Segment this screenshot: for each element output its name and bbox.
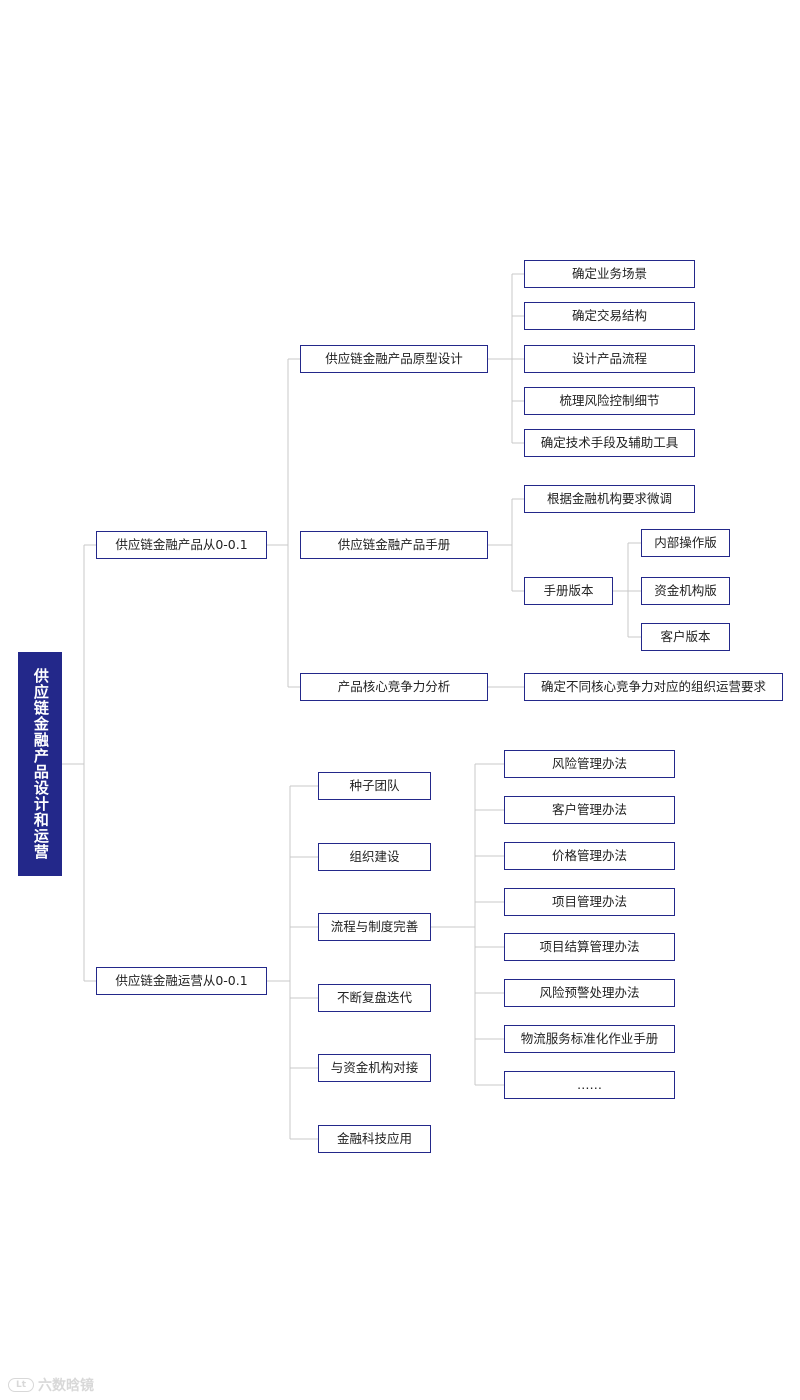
node-prototype-item: 确定业务场景: [524, 260, 695, 288]
node-process-item: 风险管理办法: [504, 750, 675, 778]
watermark-logo-icon: Lt: [8, 1378, 34, 1392]
node-product-0-0.1: 供应链金融产品从0-0.1: [96, 531, 267, 559]
node-version-item: 内部操作版: [641, 529, 730, 557]
node-version-item: 客户版本: [641, 623, 730, 651]
node-operation-item: 组织建设: [318, 843, 431, 871]
node-manual-versions: 手册版本: [524, 577, 613, 605]
node-process-item: 客户管理办法: [504, 796, 675, 824]
node-prototype-item: 设计产品流程: [524, 345, 695, 373]
node-operation-item: 流程与制度完善: [318, 913, 431, 941]
node-prototype-item: 确定技术手段及辅助工具: [524, 429, 695, 457]
node-operation-item: 与资金机构对接: [318, 1054, 431, 1082]
node-process-item: 价格管理办法: [504, 842, 675, 870]
node-prototype-design: 供应链金融产品原型设计: [300, 345, 488, 373]
node-process-item: 风险预警处理办法: [504, 979, 675, 1007]
node-product-manual: 供应链金融产品手册: [300, 531, 488, 559]
node-process-item: 项目管理办法: [504, 888, 675, 916]
node-operation-item: 金融科技应用: [318, 1125, 431, 1153]
node-prototype-item: 梳理风险控制细节: [524, 387, 695, 415]
node-operation-item: 不断复盘迭代: [318, 984, 431, 1012]
watermark: Lt 六数晗镜: [8, 1374, 94, 1396]
node-process-item: 项目结算管理办法: [504, 933, 675, 961]
node-version-item: 资金机构版: [641, 577, 730, 605]
node-process-item: ……: [504, 1071, 675, 1099]
node-core-item: 确定不同核心竞争力对应的组织运营要求: [524, 673, 783, 701]
node-core-competitiveness: 产品核心竞争力分析: [300, 673, 488, 701]
node-process-item: 物流服务标准化作业手册: [504, 1025, 675, 1053]
node-operation-item: 种子团队: [318, 772, 431, 800]
watermark-text: 六数晗镜: [38, 1378, 94, 1394]
root-node: 供应链金融产品设计和运营: [18, 652, 62, 876]
node-operation-0-0.1: 供应链金融运营从0-0.1: [96, 967, 267, 995]
node-manual-adjust: 根据金融机构要求微调: [524, 485, 695, 513]
node-prototype-item: 确定交易结构: [524, 302, 695, 330]
